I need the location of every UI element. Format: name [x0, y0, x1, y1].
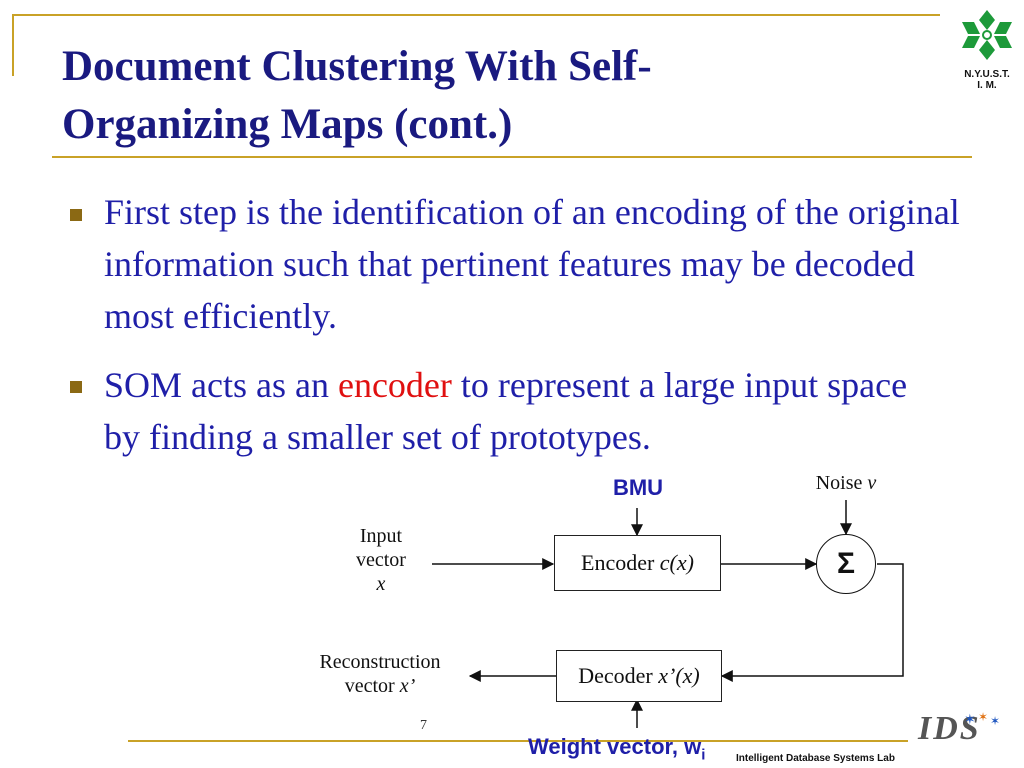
page-number: 7	[420, 718, 427, 733]
ids-logo-text: IDS	[918, 710, 981, 747]
bullet-2-highlight: encoder	[337, 365, 452, 405]
encoder-box: Encoder c(x)	[554, 535, 721, 591]
star-icon: ✶	[990, 714, 1001, 728]
bullet-2-post: to represent a large input space by find…	[104, 365, 908, 457]
slide-title: Document Clustering With Self-Organizing…	[62, 43, 652, 148]
logo-text-line1: N.Y.U.S.T.	[964, 69, 1010, 80]
sum-symbol: Σ	[836, 547, 855, 580]
bullet-1: First step is the identification of an e…	[104, 192, 960, 336]
title-underline	[52, 156, 972, 158]
star-icon: ✶	[964, 713, 976, 728]
decoder-box: Decoder x’(x)	[556, 650, 722, 702]
bullet-2-pre: SOM acts as an	[104, 365, 338, 405]
feedback-line	[720, 563, 904, 682]
logo-text-line2: I. M.	[977, 80, 997, 91]
nyust-logo-icon	[962, 10, 1012, 60]
noise-label: Noise v	[815, 472, 877, 494]
input-vector-label: Input vector x	[356, 525, 406, 595]
bmu-label: BMU	[612, 475, 664, 500]
ids-lab-logo: IDS ✶ ✶ ✶	[918, 710, 1018, 766]
footer-line	[128, 740, 908, 742]
reconstruction-vector-label: Reconstruction vector x’	[319, 651, 441, 697]
bullet-marker-1	[70, 209, 82, 221]
weight-vector-label: Weight vector, wi	[528, 734, 706, 764]
sum-node: Σ	[816, 534, 876, 594]
nyust-logo: N.Y.U.S.T. I. M.	[952, 6, 1022, 91]
bullet-2: SOM acts as an encoder to represent a la…	[104, 359, 934, 463]
star-icon: ✶	[978, 710, 989, 724]
top-frame-line	[12, 14, 940, 16]
lab-name: Intelligent Database Systems Lab	[736, 753, 895, 764]
bullet-marker-2	[70, 381, 82, 393]
left-frame-line	[12, 14, 14, 76]
